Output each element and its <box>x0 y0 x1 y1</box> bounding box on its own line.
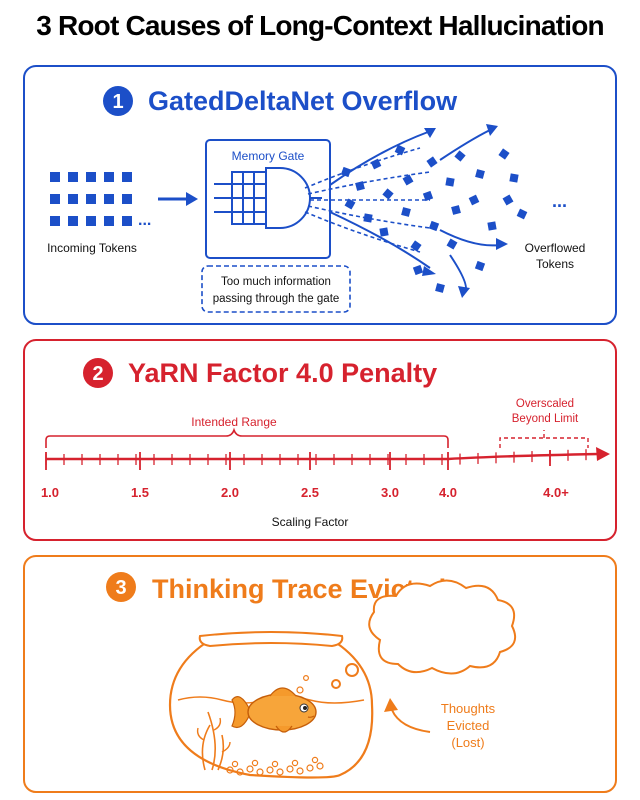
number-badge-1 <box>103 86 133 116</box>
axis-title: Scaling Factor <box>272 515 349 529</box>
panel-2-border <box>23 339 617 541</box>
note-box <box>201 265 351 313</box>
evicted-label-line3: (Lost) <box>451 735 484 750</box>
number-badge-2-label: 2 <box>92 363 103 385</box>
overflowed-tokens-label-line2: Tokens <box>536 257 574 271</box>
panel-thinking-trace-evicted: 3 Thinking Trace Evicted <box>23 555 617 793</box>
intended-range-bracket <box>45 427 449 448</box>
tick-label-1-5: 1.5 <box>131 485 149 500</box>
tick-label-4-0: 4.0 <box>439 485 457 500</box>
panel-yarn-factor-penalty: 2 YaRN Factor 4.0 Penalty Intended Range… <box>23 339 617 541</box>
arrowheads <box>422 124 508 298</box>
overflowed-tokens-label-line1: Overflowed <box>525 241 586 255</box>
incoming-ellipsis: ... <box>138 212 151 229</box>
incoming-tokens-grid <box>50 172 132 226</box>
panel-2-heading: YaRN Factor 4.0 Penalty <box>128 358 437 388</box>
intended-range-label: Intended Range <box>191 415 277 429</box>
number-badge-3-label: 3 <box>115 577 126 599</box>
tick-label-2-0: 2.0 <box>221 485 239 500</box>
note-line-2: passing through the gate <box>213 293 340 305</box>
overflowed-token-squares <box>340 144 528 293</box>
axis-major-ticks <box>45 450 551 470</box>
arrow-into-gate <box>158 192 198 206</box>
page-title: 3 Root Causes of Long-Context Hallucinat… <box>36 10 604 41</box>
panel-gateddeltanet-overflow: 1 GatedDeltaNet Overflow ... Incoming To… <box>23 65 617 325</box>
number-badge-2 <box>83 358 113 388</box>
gate-symbol <box>214 167 322 229</box>
thoughts-evicted-label: Thoughts Evicted (Lost) <box>441 701 496 750</box>
evicted-arrow <box>384 698 431 733</box>
overscaled-label-line2: Beyond Limit <box>512 413 579 425</box>
evicted-label-line2: Evicted <box>447 718 490 733</box>
memory-gate-label: Memory Gate <box>232 149 305 163</box>
axis-arrowhead <box>596 447 610 461</box>
number-badge-1-label: 1 <box>112 91 123 113</box>
tick-label-3-0: 3.0 <box>381 485 399 500</box>
scaling-axis-line <box>46 452 599 461</box>
tick-label-1-0: 1.0 <box>41 485 59 500</box>
incoming-tokens-label: Incoming Tokens <box>47 241 137 255</box>
evicted-label-line1: Thoughts <box>441 701 496 716</box>
goldfish-icon <box>231 687 317 733</box>
axis-minor-ticks <box>45 449 587 465</box>
panel-1-heading: GatedDeltaNet Overflow <box>148 86 458 116</box>
thought-cloud-icon <box>331 579 516 689</box>
overflow-ellipsis: ... <box>552 191 567 211</box>
overscaled-bracket <box>499 430 589 448</box>
overflow-flow-lines <box>304 147 431 253</box>
axis-tick-labels: 1.0 1.5 2.0 2.5 3.0 4.0 4.0+ <box>41 485 569 500</box>
tick-label-4-0-plus: 4.0+ <box>543 485 569 500</box>
overscaled-label-line1: Overscaled <box>516 398 574 410</box>
tick-label-2-5: 2.5 <box>301 485 319 500</box>
number-badge-3 <box>106 572 136 602</box>
note-line-1: Too much information <box>221 276 331 288</box>
